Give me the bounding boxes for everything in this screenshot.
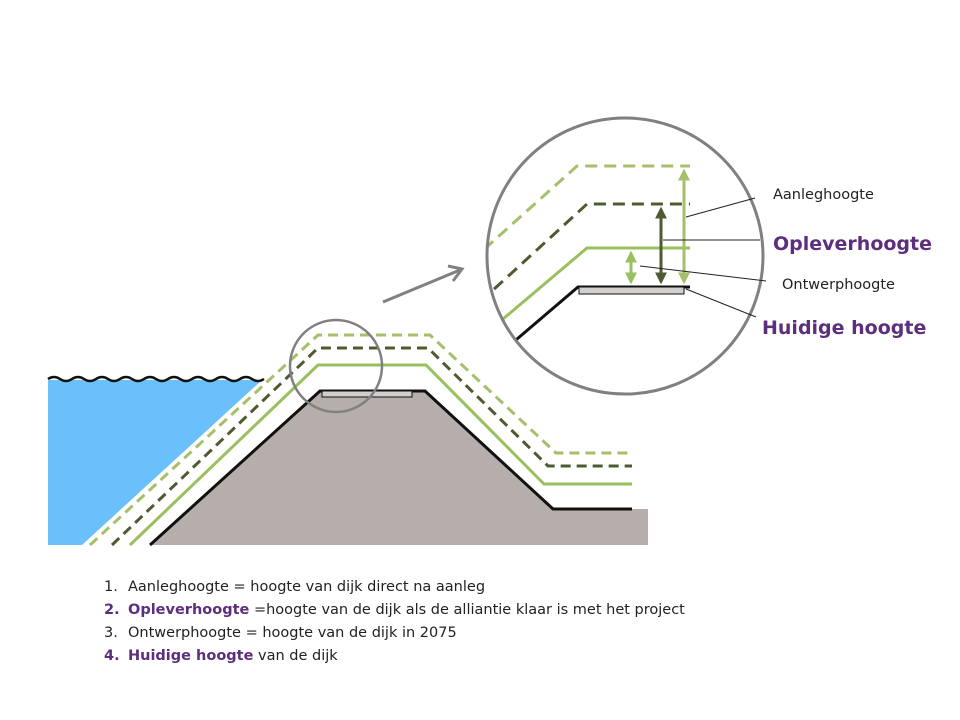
legend-item: 2. Opleverhoogte =hoogte van de dijk als … [104, 599, 685, 622]
huidige-hoogte-leader [685, 288, 757, 318]
legend-item: 1. Aanleghoogte = hoogte van dijk direct … [104, 576, 685, 599]
zoom-arrow-line [382, 268, 461, 304]
zoom-lens-ring [485, 116, 765, 396]
zoom-source-circle [288, 318, 384, 414]
dike-current-outline [148, 389, 632, 547]
ontwerphoogte-leader [639, 265, 767, 282]
zoom-arrow-head [447, 264, 465, 282]
dike-body [150, 391, 648, 545]
legend-description: = hoogte van dijk direct na aanleg [228, 579, 486, 595]
legend-description: van de dijk [253, 648, 338, 664]
aanleghoogte-leader [685, 197, 756, 218]
aanleghoogte-label: Aanleghoogte [773, 187, 874, 203]
legend-term: Ontwerphoogte [128, 625, 241, 641]
legend-number: 4. [104, 648, 120, 664]
aanleghoogte-profile [88, 333, 632, 547]
legend-description: = hoogte van de dijk in 2075 [240, 625, 457, 641]
legend-list: 1. Aanleghoogte = hoogte van dijk direct … [104, 576, 685, 668]
zoom-opleverhoogte-profile [487, 202, 690, 304]
legend-term: Opleverhoogte [128, 602, 250, 618]
road-surface [321, 390, 413, 398]
legend-number: 2. [104, 602, 120, 618]
legend-item: 3. Ontwerphoogte = hoogte van de dijk in … [104, 622, 685, 645]
zoom-current-outline [509, 285, 690, 347]
water-surface-wave [47, 375, 265, 383]
zoom-road-surface [578, 286, 685, 295]
legend-item: 4. Huidige hoogte van de dijk [104, 645, 685, 668]
opleverhoogte-label: Opleverhoogte [773, 233, 932, 255]
ontwerphoogte-profile [128, 363, 632, 547]
ontwerphoogte-label: Ontwerphoogte [782, 277, 895, 293]
water-area [48, 380, 262, 545]
legend-term: Huidige hoogte [128, 648, 254, 664]
legend-number: 3. [104, 625, 118, 641]
legend-description: =hoogte van de dijk als de alliantie kla… [249, 602, 685, 618]
zoom-aanleghoogte-profile [487, 164, 690, 264]
huidige-hoogte-label: Huidige hoogte [762, 317, 926, 339]
legend-number: 1. [104, 579, 118, 595]
legend-term: Aanleghoogte [128, 579, 229, 595]
